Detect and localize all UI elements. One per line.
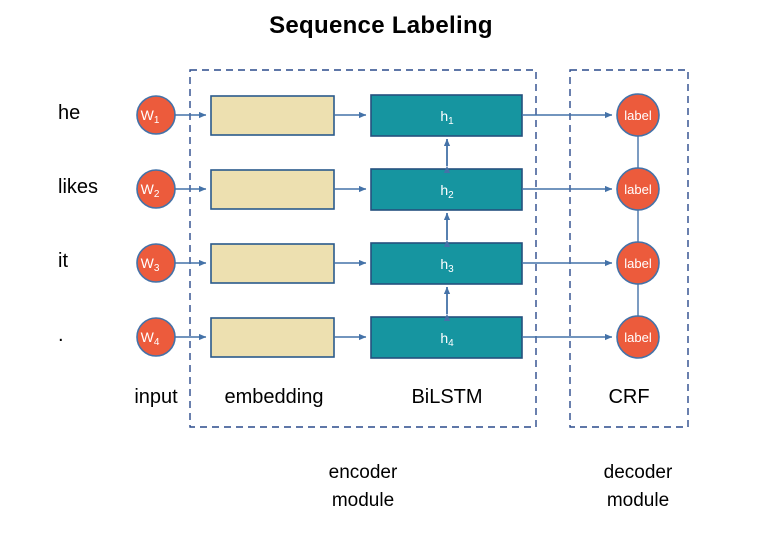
- input-word-3: it: [58, 250, 68, 272]
- encoder-module-boundary: [189, 69, 537, 428]
- embedding-box-4: [210, 317, 335, 358]
- encoder-module-caption-line2: module: [331, 489, 395, 511]
- label-circle-text-2: label: [624, 182, 652, 197]
- bilstm-box-2: [370, 168, 523, 211]
- label-circle-text-4: label: [624, 330, 652, 345]
- decoder-module-boundary: [569, 69, 689, 428]
- column-caption-crf: CRF: [608, 386, 650, 408]
- word-circle-3: [136, 243, 176, 283]
- word-circle-1: [136, 95, 176, 135]
- column-caption-bilstm: BiLSTM: [411, 386, 483, 408]
- encoder-module-caption-line1: encoder: [328, 462, 398, 483]
- embedding-box-2: [210, 169, 335, 210]
- label-circle-text-3: label: [624, 256, 652, 271]
- decoder-module-caption-line1: decoder: [603, 462, 673, 483]
- label-circle-text-1: label: [624, 108, 652, 123]
- word-circle-4: [136, 317, 176, 357]
- input-word-1: he: [58, 102, 81, 124]
- bilstm-box-4: [370, 316, 523, 359]
- input-word-2: likes: [58, 176, 99, 198]
- column-caption-embedding: embedding: [224, 386, 324, 408]
- encoder-module-caption: encoder module: [283, 459, 443, 514]
- decoder-module-caption-line2: module: [606, 489, 670, 511]
- page-title: Sequence Labeling: [269, 12, 493, 39]
- embedding-box-1: [210, 95, 335, 136]
- bilstm-box-1: [370, 94, 523, 137]
- word-circle-2: [136, 169, 176, 209]
- embedding-box-3: [210, 243, 335, 284]
- input-word-4: .: [58, 324, 64, 346]
- bilstm-box-3: [370, 242, 523, 285]
- column-caption-input: input: [134, 386, 178, 408]
- decoder-module-caption: decoder module: [558, 459, 718, 514]
